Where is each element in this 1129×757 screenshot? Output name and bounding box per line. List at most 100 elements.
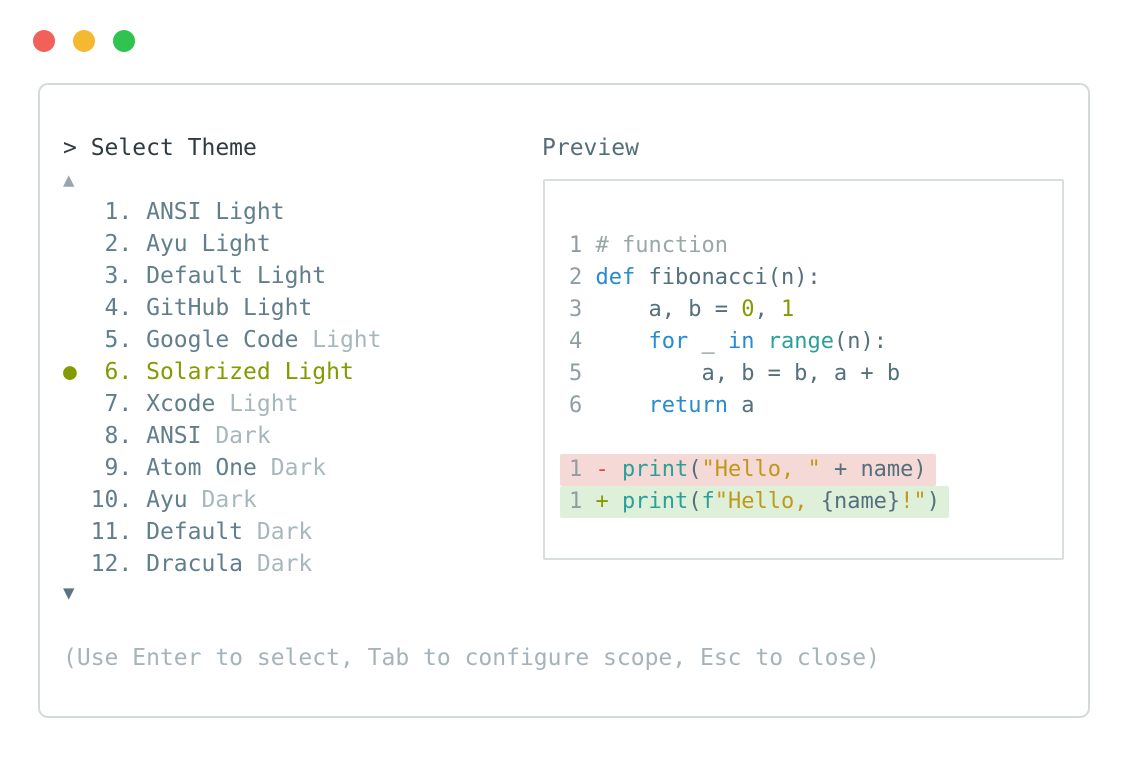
token-fn: f: [701, 489, 715, 514]
marker-space: [63, 327, 91, 353]
theme-variant: Dark: [256, 455, 327, 481]
window-controls: [33, 30, 153, 52]
token-str: "Hello, ": [701, 457, 821, 482]
theme-name: ANSI: [146, 423, 202, 449]
code-line-content: 6 return a: [560, 390, 763, 422]
code-line: [569, 422, 949, 454]
token-plain: + name): [820, 457, 927, 482]
theme-list-item[interactable]: 5. Google Code Light: [63, 324, 382, 356]
theme-list-item[interactable]: 7. Xcode Light: [63, 388, 382, 420]
line-number: 5: [569, 361, 596, 386]
theme-number: 4.: [90, 295, 147, 321]
token-str: "Hello,: [714, 489, 821, 514]
code-line-content: 1 + print(f"Hello, {name}!"): [560, 486, 949, 518]
theme-list-item[interactable]: ● 6. Solarized Light: [63, 356, 382, 388]
theme-name: Default: [146, 519, 244, 545]
code-line: 5 a, b = b, a + b: [569, 358, 949, 390]
token-plain: [754, 329, 767, 354]
theme-number: 12.: [90, 551, 147, 577]
theme-number: 8.: [90, 423, 147, 449]
theme-number: 6.: [90, 359, 147, 385]
code-line-content: 1 - print("Hello, " + name): [560, 454, 936, 486]
token-fn: range: [767, 329, 834, 354]
close-button[interactable]: [33, 30, 55, 52]
code-line: 6 return a: [569, 390, 949, 422]
token-plain: ): [926, 489, 940, 514]
theme-list-item[interactable]: 11. Default Dark: [63, 516, 382, 548]
theme-variant: Dark: [187, 487, 257, 513]
token-str: !": [900, 489, 927, 514]
theme-list-item[interactable]: 12. Dracula Dark: [63, 548, 382, 580]
marker-space: [63, 423, 91, 449]
theme-list-item[interactable]: 2. Ayu Light: [63, 228, 382, 260]
selected-bullet-icon: ●: [63, 359, 91, 385]
token-plain: _: [688, 329, 728, 354]
theme-list-item[interactable]: 4. GitHub Light: [63, 292, 382, 324]
code-line-content: 2 def fibonacci(n):: [560, 262, 830, 294]
prompt-symbol-icon: >: [63, 135, 91, 161]
token-kw: return: [648, 393, 728, 418]
token-kw: def: [595, 265, 636, 290]
token-plain: fibonacci(n):: [635, 265, 821, 290]
scroll-down-icon[interactable]: ▼: [63, 582, 75, 604]
theme-variant: Light: [243, 263, 327, 289]
theme-name: Default: [146, 263, 244, 289]
token-plain: [609, 489, 622, 514]
code-line-content: 1 # function: [560, 230, 737, 262]
theme-list-item[interactable]: 8. ANSI Dark: [63, 420, 382, 452]
theme-variant: Light: [298, 327, 382, 353]
token-plain: ,: [754, 297, 781, 322]
theme-name: Ayu: [146, 231, 188, 257]
code-line-content: 4 for _ in range(n):: [560, 326, 896, 358]
token-plain: {name}: [820, 489, 901, 514]
theme-variant: Light: [270, 359, 354, 385]
marker-space: [63, 295, 91, 321]
code-line-content: [560, 422, 591, 454]
marker-space: [63, 519, 91, 545]
token-kw: for: [648, 329, 689, 354]
marker-space: [63, 199, 91, 225]
diff-line-added: 1 + print(f"Hello, {name}!"): [560, 486, 949, 518]
line-number: 1: [569, 489, 596, 514]
theme-number: 10.: [90, 487, 147, 513]
minimize-button[interactable]: [73, 30, 95, 52]
token-num: 0: [741, 297, 755, 322]
line-number: 1: [569, 233, 596, 258]
theme-number: 11.: [90, 519, 147, 545]
marker-space: [63, 231, 91, 257]
theme-number: 7.: [90, 391, 147, 417]
token-num: 1: [780, 297, 795, 322]
token-plus: +: [595, 489, 609, 514]
theme-name: Google Code: [146, 327, 299, 353]
theme-list-item[interactable]: 3. Default Light: [63, 260, 382, 292]
theme-name: Dracula: [146, 551, 244, 577]
maximize-button[interactable]: [113, 30, 135, 52]
theme-variant: Light: [229, 295, 313, 321]
theme-list-item[interactable]: 1. ANSI Light: [63, 196, 382, 228]
theme-variant: Light: [201, 199, 285, 225]
theme-number: 1.: [90, 199, 147, 225]
theme-list-item[interactable]: 9. Atom One Dark: [63, 452, 382, 484]
line-number: 1: [569, 457, 596, 482]
code-line: 1 # function: [569, 230, 949, 262]
marker-space: [63, 391, 91, 417]
theme-name: GitHub: [146, 295, 230, 321]
code-line: 2 def fibonacci(n):: [569, 262, 949, 294]
theme-name: Ayu: [146, 487, 188, 513]
token-fn: print: [622, 489, 689, 514]
token-fn: print: [622, 457, 689, 482]
theme-list-item[interactable]: 10. Ayu Dark: [63, 484, 382, 516]
token-plain: (n):: [833, 329, 887, 354]
theme-picker-panel: > Select Theme ▲ 1. ANSI Light 2. Ayu Li…: [38, 83, 1090, 718]
code-line: 4 for _ in range(n):: [569, 326, 949, 358]
keyboard-hint: (Use Enter to select, Tab to configure s…: [63, 645, 880, 671]
theme-number: 5.: [90, 327, 147, 353]
theme-name: Xcode: [146, 391, 216, 417]
token-plain: [596, 393, 649, 418]
theme-list: 1. ANSI Light 2. Ayu Light 3. Default Li…: [63, 196, 382, 580]
token-plain: (: [688, 457, 702, 482]
line-number: 4: [569, 329, 596, 354]
theme-variant: Light: [215, 391, 299, 417]
scroll-up-icon[interactable]: ▲: [63, 169, 75, 191]
